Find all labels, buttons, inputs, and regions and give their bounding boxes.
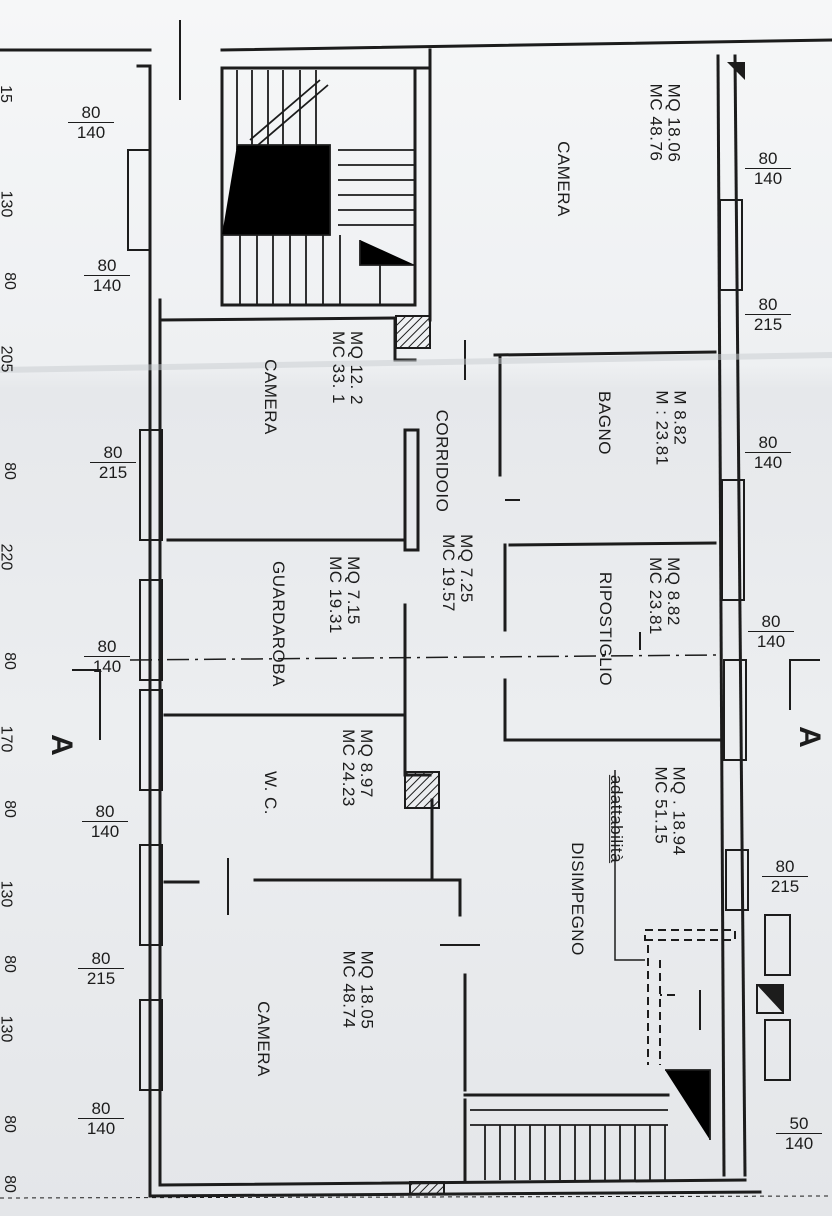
bottom-wall [158,1178,747,1187]
mq-value: MQ 7.15 [343,556,363,625]
top-wall-inner [220,48,432,70]
room-corridoio-area: MQ 7.25 MC 19.57 [438,534,476,612]
side-dim-5: 80 [0,462,18,480]
stair-enclosure [220,66,417,307]
mq-value: MQ 18.05 [357,950,377,1030]
window-right-6 [764,1019,791,1081]
room-bagno-label: BAGNO [594,391,614,455]
window-right-2 [721,479,745,601]
wall-ripost-left2 [503,678,722,742]
column-2 [404,771,440,809]
window-right-3 [723,659,747,761]
window-left-1 [127,149,151,251]
window-left-3 [139,579,163,681]
side-dim-3: 80 [0,272,18,290]
wall-wc-camera [253,878,462,917]
mq-value: MQ 18.06 [664,83,684,163]
wall-camera-corridoio [158,316,397,322]
mc-value: MC 19.31 [325,556,345,634]
mq-value: MQ 7.25 [456,534,476,603]
room-camera-left-area: MQ 12. 2 MC 33. 1 [328,331,366,405]
side-dim-11: 80 [0,955,18,973]
side-dim-10: 130 [0,880,15,908]
mc-value: MC 51.15 [651,766,671,845]
mq-value: MQ 12. 2 [346,331,366,405]
wall-corr-v2 [403,603,432,777]
mc-value: MC 48.76 [646,83,666,162]
wall-corr-v1 [403,428,420,552]
room-ripostiglio-label: RIPOSTIGLIO [596,571,616,687]
room-camera-bottom-label: CAMERA [253,1001,273,1077]
mq-value: MQ . 18.94 [669,766,689,856]
window-left-2 [139,429,163,541]
side-dim-1: 15 [0,85,14,103]
wall-bagno [493,350,717,357]
room-disimpegno-area: MQ . 18.94 MC 51.15 [651,766,689,856]
mq-value: MQ 8.97 [356,729,376,798]
section-marker-right: A [792,726,826,748]
side-dim-14: 80 [0,1175,18,1193]
room-corridoio-label: CORRIDOIO [432,409,452,513]
room-wc-area: MQ 8.97 MC 24.23 [338,729,376,807]
side-dim-4: 205 [0,345,15,373]
mq-value: MQ 8.82 [663,557,683,626]
mc-value: MC 23.81 [645,557,665,635]
window-right-1 [719,199,743,291]
room-guardaroba-label: GUARDAROBA [268,561,288,687]
column-3 [409,1181,445,1195]
mc-value: MC 19.57 [438,534,458,612]
wall-ripost-top [508,541,717,547]
room-disimpegno-label: DISIMPEGNO [567,842,587,956]
room-ripostiglio-area: MQ 8.82 MC 23.81 [645,557,683,635]
window-right-4 [725,849,749,911]
window-left-6 [139,999,163,1091]
mc-value: MC 33. 1 [328,331,348,405]
room-bagno-area: M 8.82 M : 23.81 [652,390,690,466]
room-camera-top-label: CAMERA [553,141,573,217]
column-4 [757,985,783,1013]
column-1 [395,315,431,349]
window-left-4 [139,689,163,791]
mq-value: M 8.82 [670,390,690,446]
mc-value: M : 23.81 [652,390,672,466]
side-dim-9: 80 [0,800,18,818]
bottom-wall-outer [148,1190,762,1198]
top-wall [220,38,832,52]
side-dim-2: 130 [0,190,15,218]
side-dim-13: 80 [0,1115,18,1133]
mc-value: MC 48.74 [339,950,359,1029]
room-camera-bottom-area: MQ 18.05 MC 48.74 [339,950,377,1030]
side-dim-7: 80 [0,652,18,670]
window-right-5 [764,914,791,976]
side-dim-6: 220 [0,543,15,571]
room-camera-left-label: CAMERA [260,359,280,435]
side-dim-8: 170 [0,725,15,753]
right-wall-outer [733,54,747,1177]
room-camera-top-area: MQ 18.06 MC 48.76 [646,83,684,163]
adattabilita-note: adattabilità [607,774,627,864]
window-left-5 [139,844,163,946]
section-marker-left: A [44,734,78,756]
room-guardaroba-area: MQ 7.15 MC 19.31 [325,556,363,634]
mc-value: MC 24.23 [338,729,358,807]
side-dim-12: 130 [0,1015,15,1043]
left-wall-outer [136,64,152,1198]
room-wc-label: W. C. [261,770,281,816]
